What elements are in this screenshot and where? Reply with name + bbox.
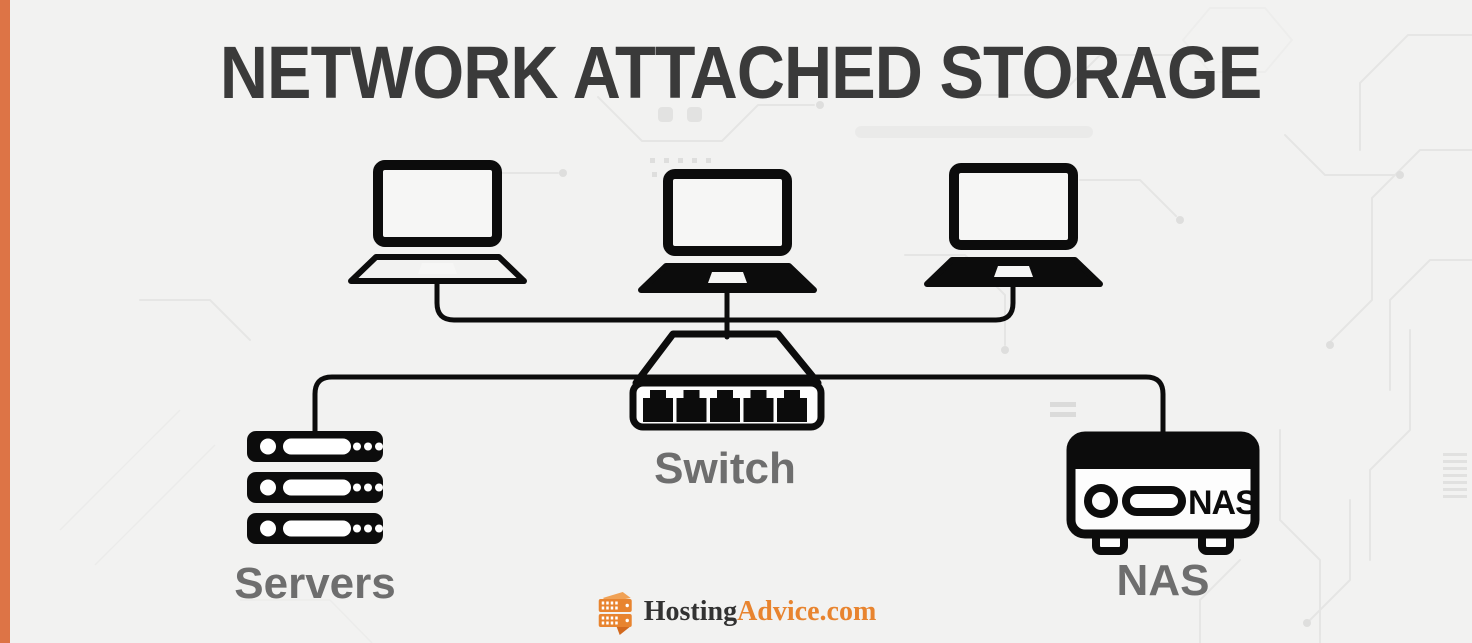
nas-device-icon: NAS: [1066, 431, 1260, 555]
nas-label: NAS: [1116, 556, 1210, 605]
nas-device-text: NAS: [1188, 484, 1257, 522]
brand-wordmark: HostingAdvice.com: [644, 596, 877, 628]
brand-text-hosting: Hosting: [643, 596, 738, 627]
laptop-icon-2: [638, 166, 817, 295]
laptop-icon-3: [924, 160, 1103, 289]
servers-label: Servers: [234, 559, 396, 608]
server-stack-icon: [247, 431, 383, 544]
switch-label: Switch: [654, 444, 796, 493]
left-accent-bar: [0, 0, 10, 643]
network-switch-icon: [612, 330, 838, 438]
hostingadvice-logo: HostingAdvice.com: [596, 589, 877, 635]
brand-text-advice: Advice.com: [737, 596, 877, 627]
page-title: NETWORK ATTACHED STORAGE: [220, 31, 1262, 114]
switch-ports: [643, 390, 807, 422]
hostingadvice-server-icon: [598, 592, 632, 635]
laptop-icon-1: [348, 157, 527, 286]
switch-to-servers-nas-wire: [312, 374, 1166, 439]
